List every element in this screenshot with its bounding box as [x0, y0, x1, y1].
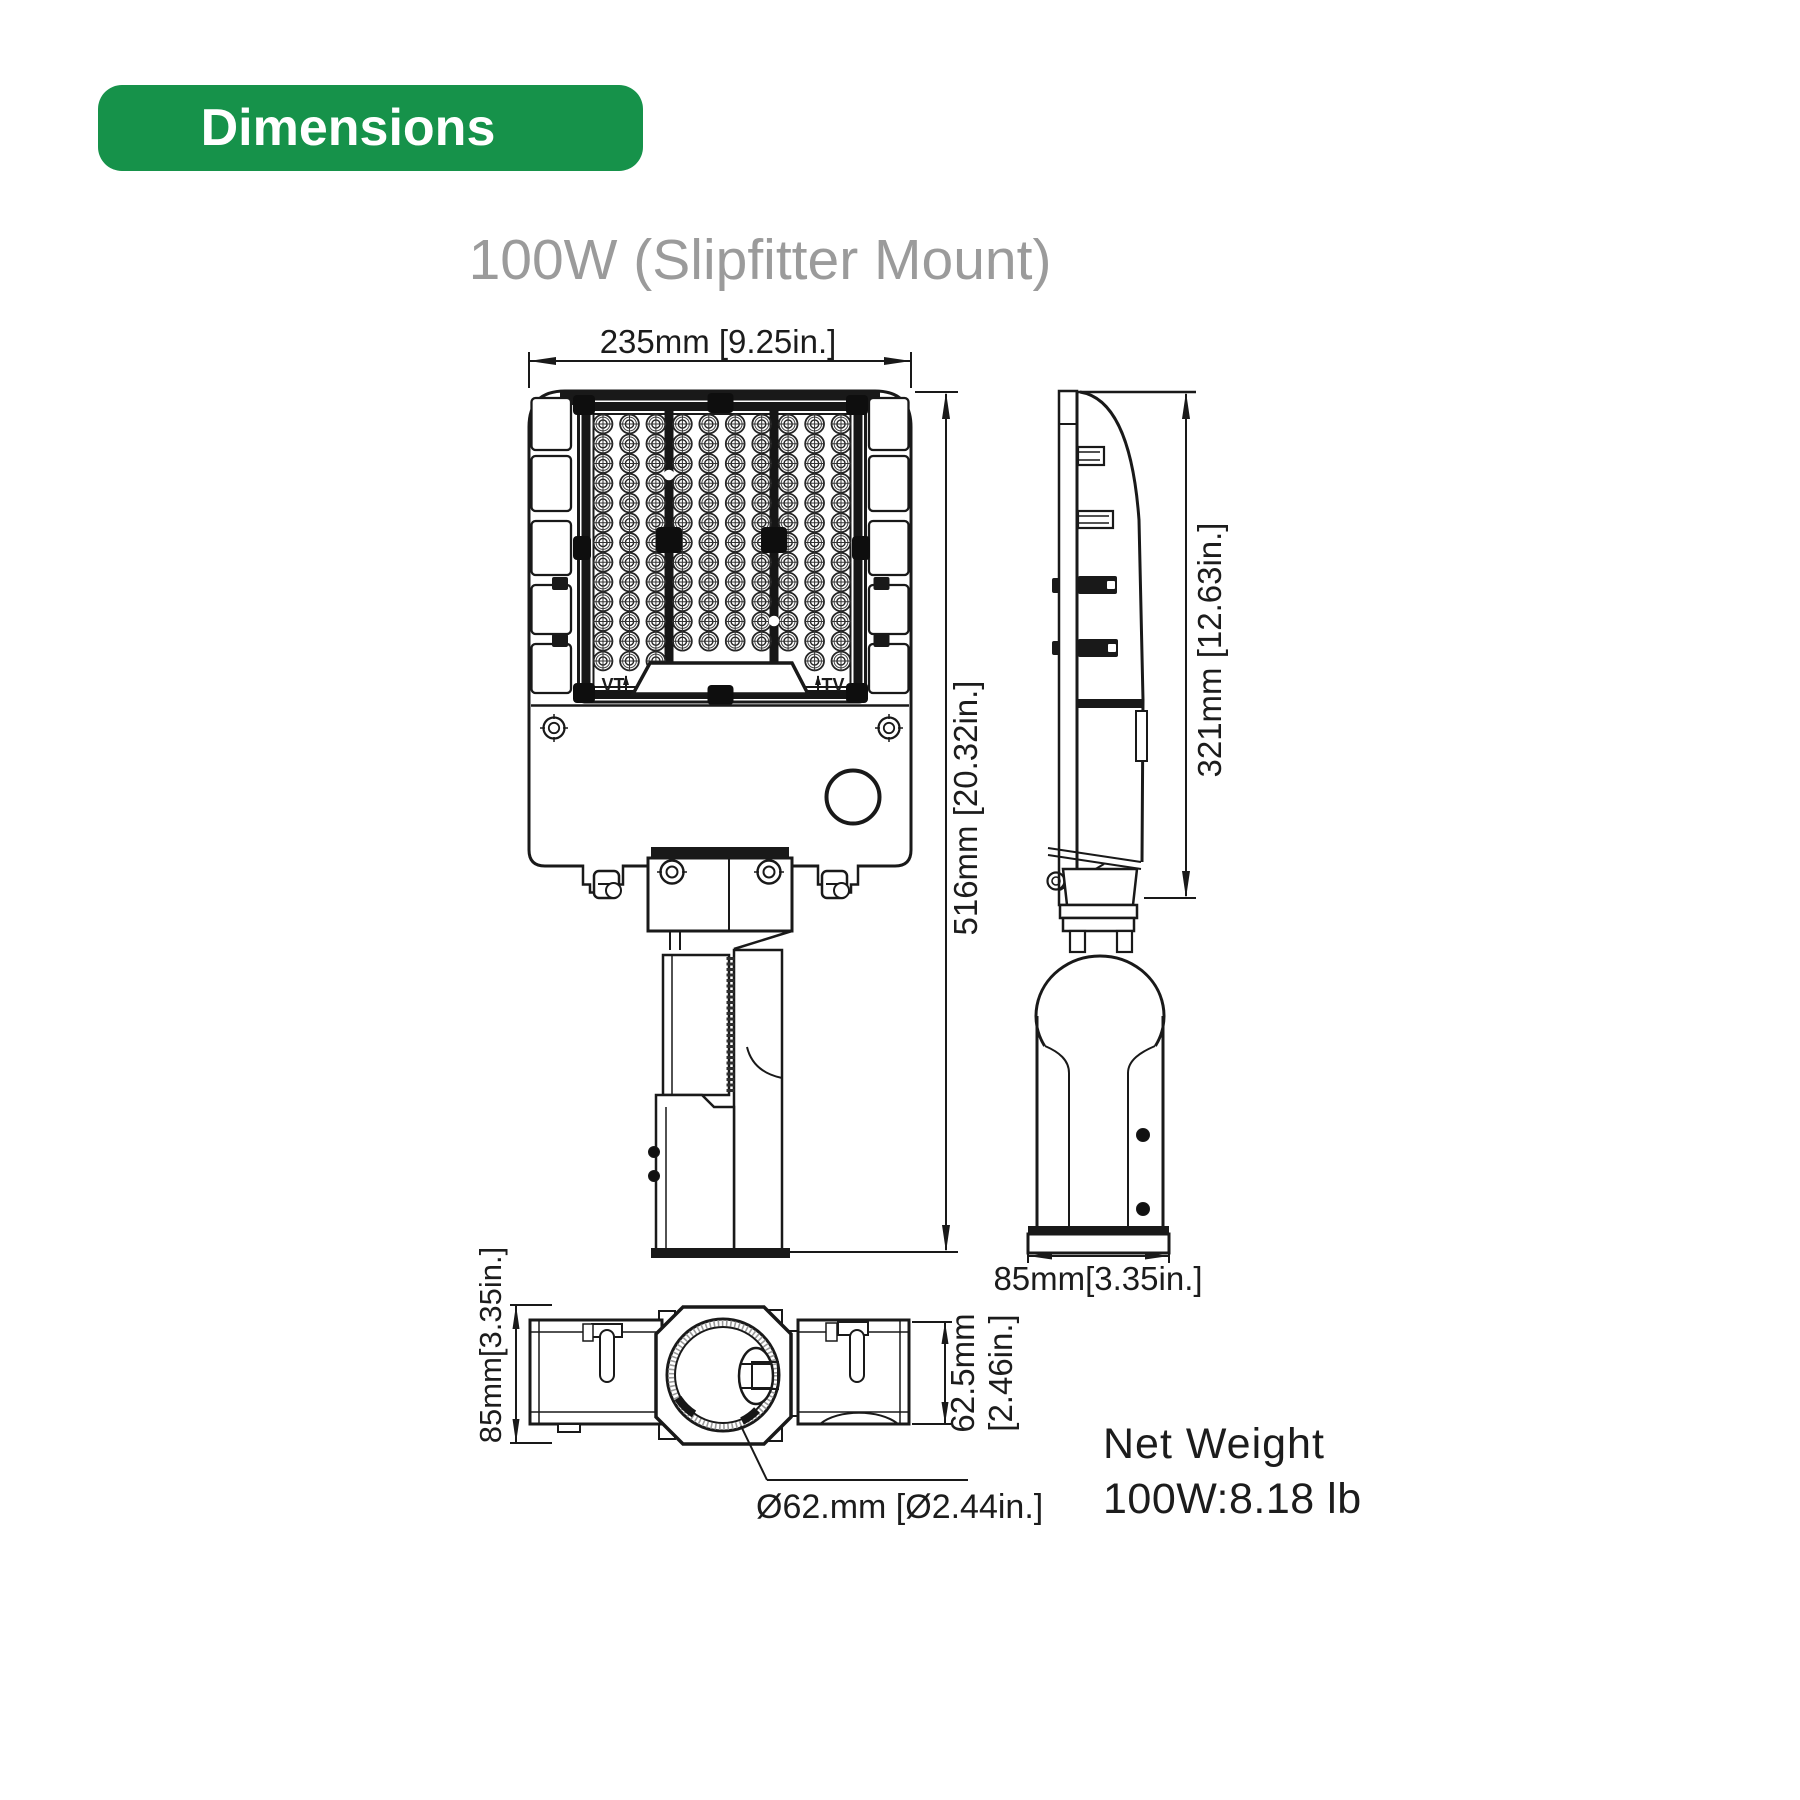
- svg-text:321mm [12.63in.]: 321mm [12.63in.]: [1191, 523, 1228, 778]
- svg-text:[2.46in.]: [2.46in.]: [982, 1314, 1019, 1431]
- svg-text:Ø62.mm [Ø2.44in.]: Ø62.mm [Ø2.44in.]: [756, 1488, 1043, 1526]
- svg-text:VT: VT: [601, 675, 624, 695]
- svg-text:100W:8.18 lb: 100W:8.18 lb: [1103, 1475, 1362, 1523]
- svg-text:516mm [20.32in.]: 516mm [20.32in.]: [947, 681, 984, 936]
- svg-text:85mm[3.35in.]: 85mm[3.35in.]: [993, 1260, 1202, 1297]
- svg-text:85mm[3.35in.]: 85mm[3.35in.]: [473, 1247, 508, 1443]
- svg-text:100W (Slipfitter Mount): 100W (Slipfitter Mount): [469, 228, 1052, 292]
- svg-text:62.5mm: 62.5mm: [944, 1313, 981, 1432]
- svg-text:235mm [9.25in.]: 235mm [9.25in.]: [600, 323, 837, 360]
- svg-text:TV: TV: [821, 675, 844, 695]
- svg-text:Net Weight: Net Weight: [1103, 1420, 1325, 1468]
- svg-text:Dimensions: Dimensions: [201, 99, 496, 157]
